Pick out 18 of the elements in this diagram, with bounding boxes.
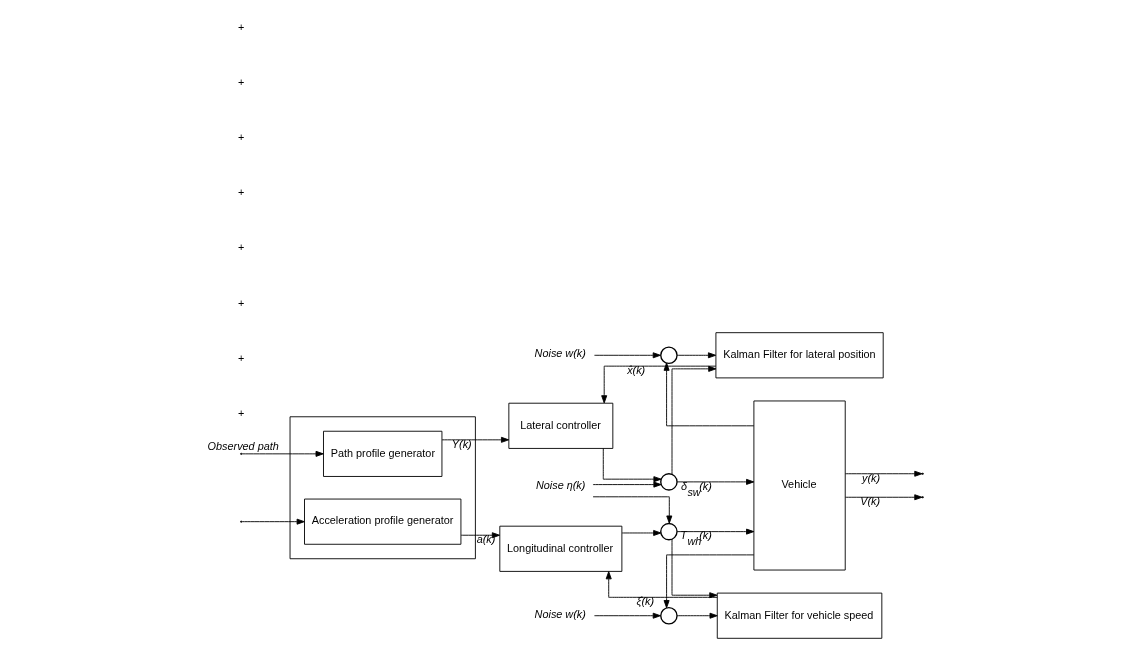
node-text: Noise w(k): [534, 347, 586, 360]
edge-label: ξ̂(k): [636, 595, 655, 608]
label: +: [238, 406, 245, 419]
edge-label: x̂(k): [627, 363, 646, 376]
edge-label: Observed path: [207, 439, 279, 452]
label: +: [238, 186, 245, 199]
label: +: [238, 351, 245, 364]
label: +: [238, 20, 245, 33]
label: +: [238, 241, 245, 254]
node-text: Noise η(k): [535, 479, 586, 492]
edge-label: y(k): [862, 471, 881, 484]
edge-label: V(k): [860, 495, 881, 508]
label: +: [238, 131, 245, 144]
label: +: [238, 296, 245, 309]
edge-label: Y(k): [451, 437, 472, 450]
label: +: [238, 75, 245, 88]
edge-label: a(k): [476, 533, 496, 546]
node-text: Noise w(k): [534, 607, 586, 620]
